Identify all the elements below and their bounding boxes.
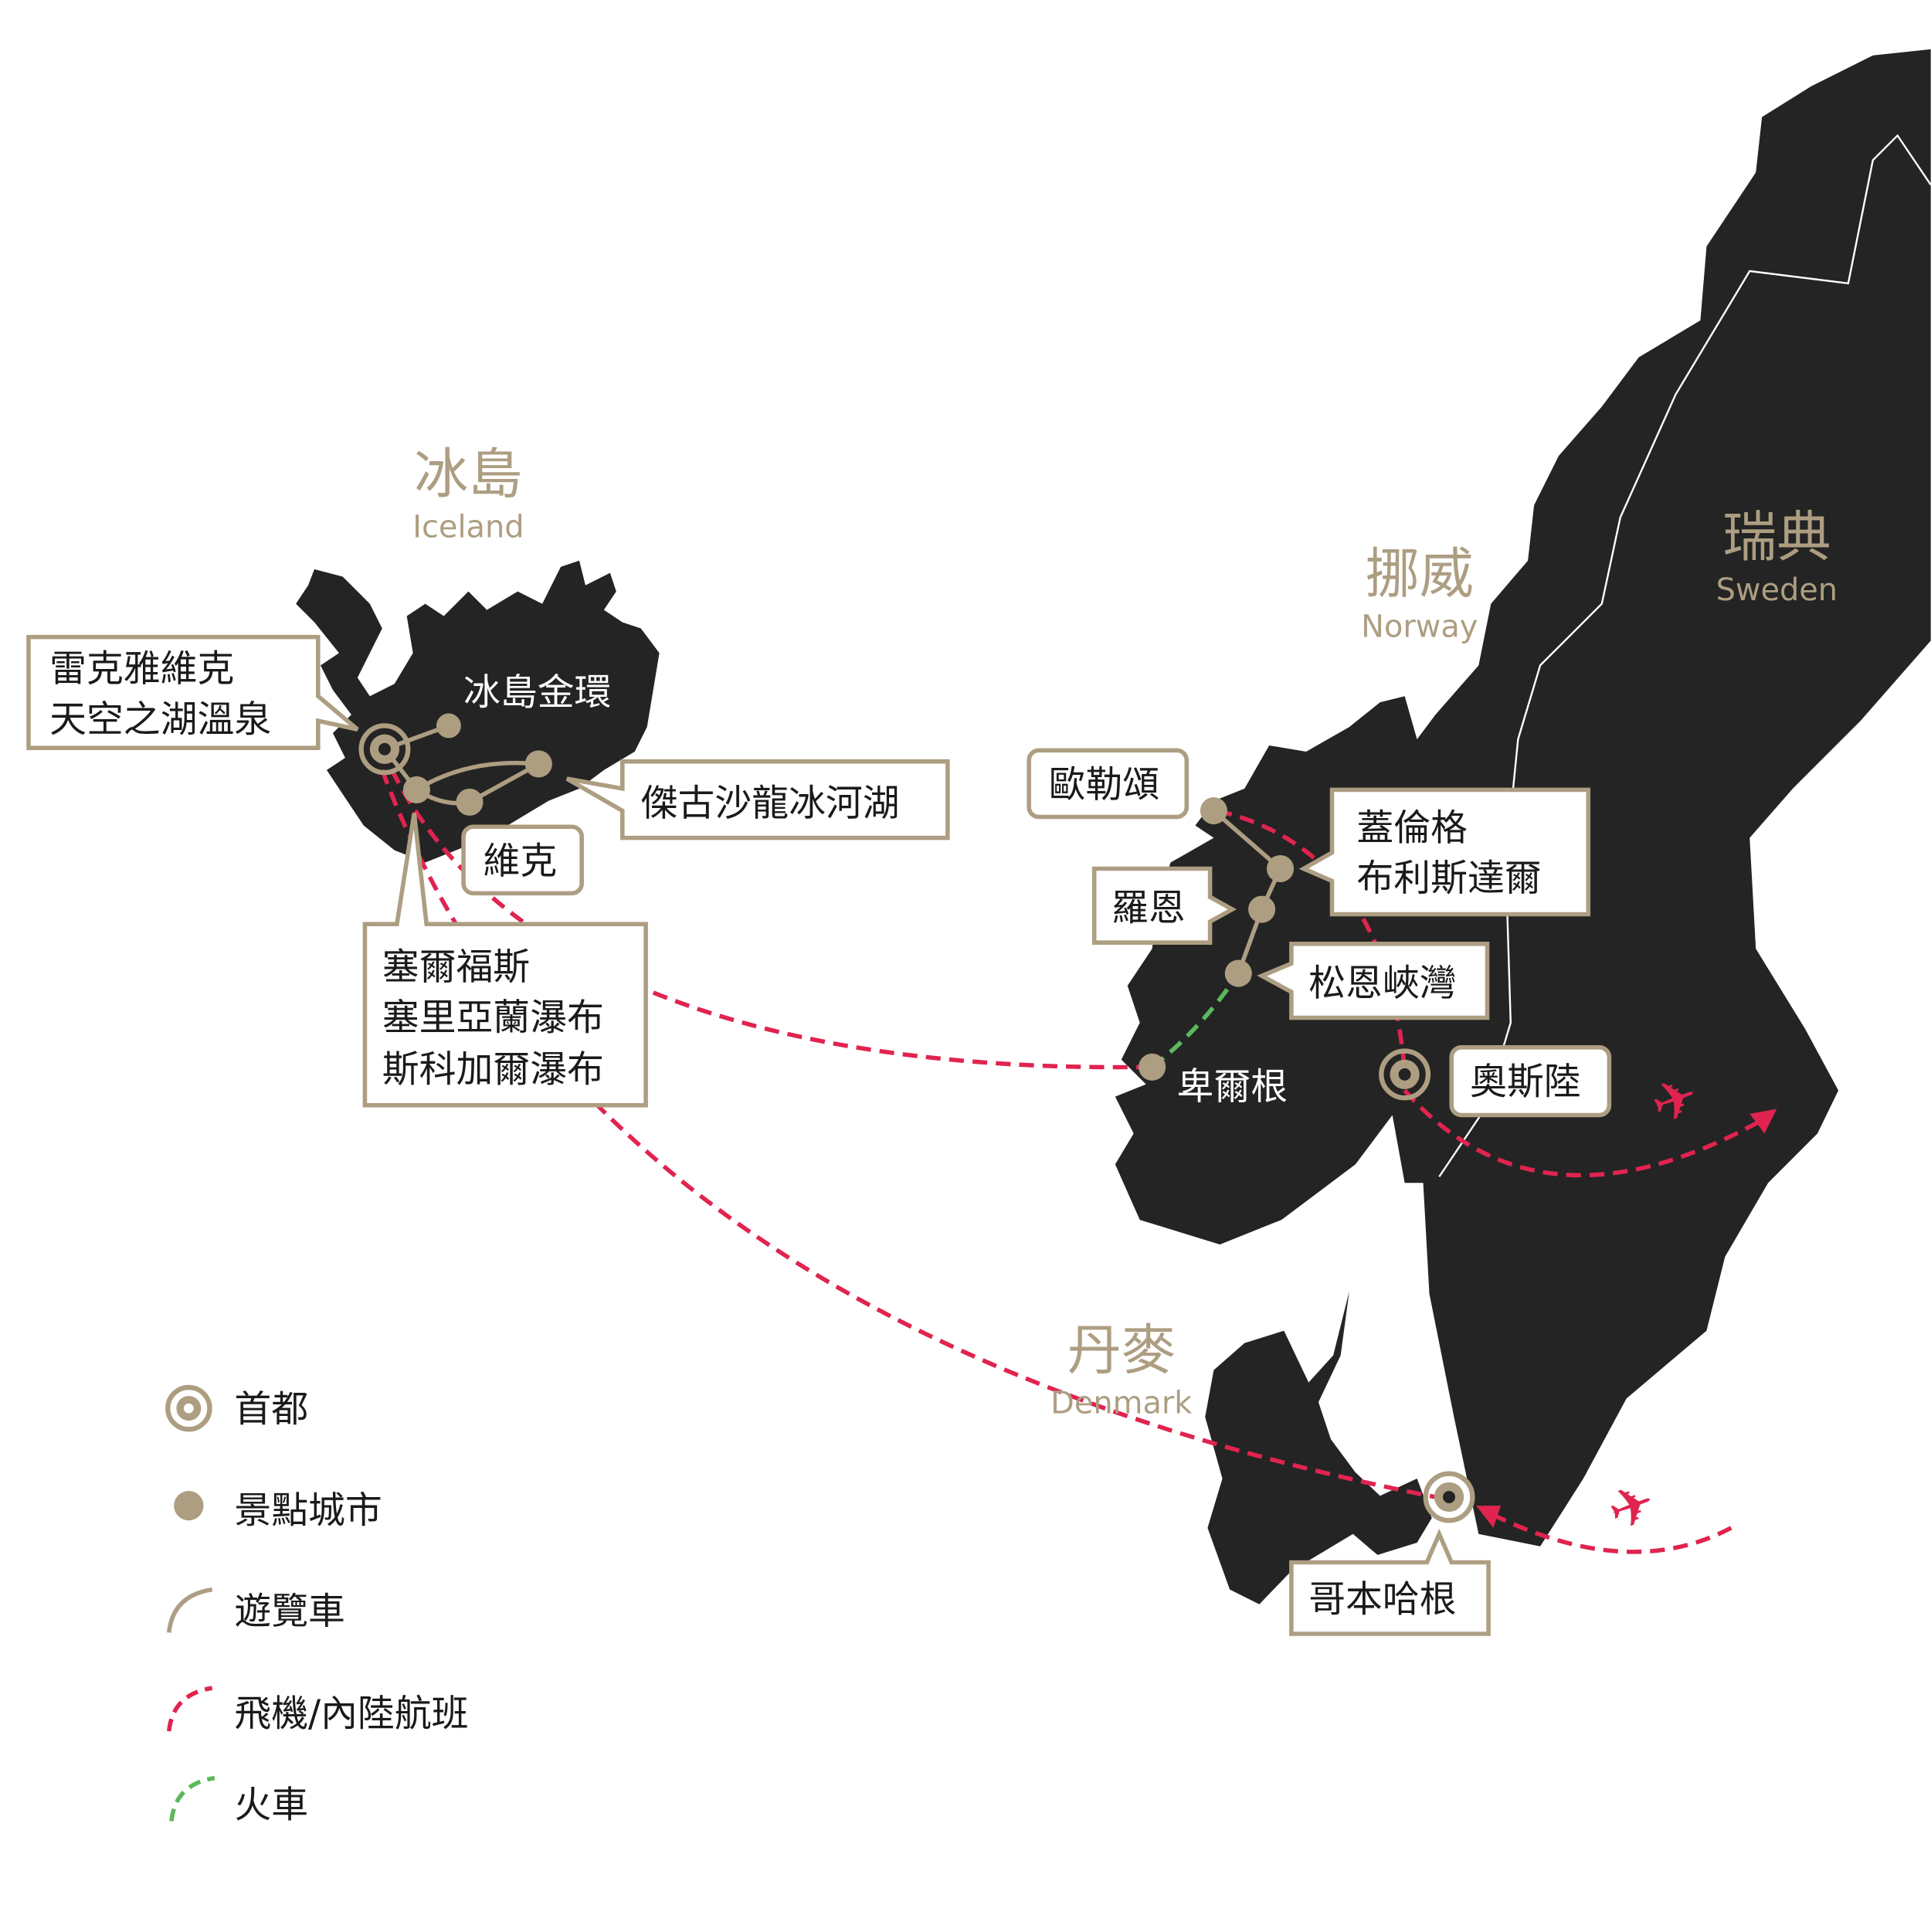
svg-text:奧斯陸: 奧斯陸 <box>1470 1061 1581 1103</box>
arrowhead-icon <box>1476 1506 1502 1528</box>
svg-text:歐勒頌: 歐勒頌 <box>1049 764 1160 806</box>
sweden-border <box>1438 134 1931 1177</box>
city-dot-alesund[interactable] <box>1200 796 1227 825</box>
city-dot-jokulsarlon[interactable] <box>524 750 552 778</box>
country-label-sweden-en: Sweden <box>1716 572 1838 608</box>
svg-text:雷克雅維克: 雷克雅維克 <box>49 648 234 691</box>
city-dot-vik[interactable] <box>456 788 484 816</box>
train-route-icon <box>169 1775 215 1822</box>
svg-text:維克: 維克 <box>484 840 558 883</box>
capital-marker-oslo[interactable] <box>1379 1048 1431 1101</box>
capital-icon <box>165 1384 212 1432</box>
svg-text:天空之湖溫泉: 天空之湖溫泉 <box>49 698 271 741</box>
callout-oslo[interactable]: 奧斯陸 <box>1449 1044 1612 1118</box>
callout-jokulsarlon[interactable]: 傑古沙龍冰河湖 <box>565 759 950 840</box>
svg-text:哥本哈根: 哥本哈根 <box>1308 1578 1456 1621</box>
svg-text:羅恩: 羅恩 <box>1111 887 1186 929</box>
denmark-landmass <box>1205 1291 1432 1604</box>
arrowhead-icon <box>1749 1109 1777 1134</box>
legend-label: 飛機/內陸航班 <box>234 1693 468 1736</box>
svg-text:傑古沙龍冰河湖: 傑古沙龍冰河湖 <box>641 783 900 825</box>
legend: 首都 景點城市 遊覽車 飛機/內陸航班 火車 <box>165 1384 469 1827</box>
callout-vik[interactable]: 維克 <box>461 824 584 896</box>
airplane-icon: ✈ <box>1600 1469 1664 1544</box>
callout-copenhagen[interactable]: 哥本哈根 <box>1289 1528 1491 1636</box>
city-dot-sognefjord[interactable] <box>1224 959 1252 987</box>
callout-reykjavik[interactable]: 雷克雅維克 天空之湖溫泉 <box>26 634 359 750</box>
flight-route-icon <box>167 1686 213 1732</box>
country-label-iceland-en: Iceland <box>412 509 524 545</box>
callout-geiranger[interactable]: 蓋倫格 布利斯達爾 <box>1298 787 1591 917</box>
city-dot-bergen[interactable] <box>1139 1053 1166 1081</box>
svg-text:松恩峽灣: 松恩峽灣 <box>1308 963 1456 1005</box>
svg-text:斯科加爾瀑布: 斯科加爾瀑布 <box>382 1048 604 1091</box>
city-dot-geiranger[interactable] <box>1266 854 1295 883</box>
callout-alesund[interactable]: 歐勒頌 <box>1027 748 1189 820</box>
country-label-norway: 挪威 <box>1366 542 1474 606</box>
legend-label: 遊覽車 <box>234 1591 345 1633</box>
city-dot-golden-circle[interactable] <box>436 713 461 739</box>
label-bergen: 卑爾根 <box>1177 1066 1288 1109</box>
svg-text:蓋倫格: 蓋倫格 <box>1356 807 1468 850</box>
country-label-denmark-en: Denmark <box>1050 1385 1192 1421</box>
legend-label: 火車 <box>234 1784 308 1827</box>
label-golden-circle: 冰島金環 <box>463 671 611 714</box>
city-dot-icon <box>174 1490 204 1521</box>
country-label-denmark: 丹麥 <box>1067 1319 1176 1382</box>
train-route-bergen-sognefjord <box>1150 972 1240 1069</box>
legend-label: 首都 <box>234 1389 308 1431</box>
capital-marker-copenhagen[interactable] <box>1423 1471 1475 1523</box>
callout-sognefjord[interactable]: 松恩峽灣 <box>1257 941 1490 1020</box>
iceland-landmass <box>296 560 660 863</box>
svg-text:塞爾福斯: 塞爾福斯 <box>382 946 530 989</box>
flight-route-to-copenhagen <box>1484 1509 1732 1554</box>
country-label-norway-en: Norway <box>1361 609 1478 645</box>
capital-marker-reykjavik[interactable] <box>358 723 411 776</box>
flight-route-oslo-sweden <box>1403 1088 1766 1178</box>
country-label-sweden: 瑞典 <box>1722 505 1831 569</box>
city-dot-loen[interactable] <box>1248 895 1276 923</box>
coach-route-icon <box>167 1587 213 1633</box>
flight-route-reykjavik-bergen <box>390 769 1146 1070</box>
svg-text:塞里亞蘭瀑布: 塞里亞蘭瀑布 <box>382 997 604 1039</box>
callout-loen[interactable]: 羅恩 <box>1091 866 1237 945</box>
svg-text:布利斯達爾: 布利斯達爾 <box>1356 857 1541 900</box>
country-label-iceland: 冰島 <box>414 443 522 506</box>
city-dot-selfoss[interactable] <box>402 776 430 803</box>
legend-label: 景點城市 <box>234 1489 382 1532</box>
coach-route-norway <box>1212 809 1283 975</box>
callout-selfoss[interactable]: 塞爾福斯 塞里亞蘭瀑布 斯科加爾瀑布 <box>362 813 648 1108</box>
